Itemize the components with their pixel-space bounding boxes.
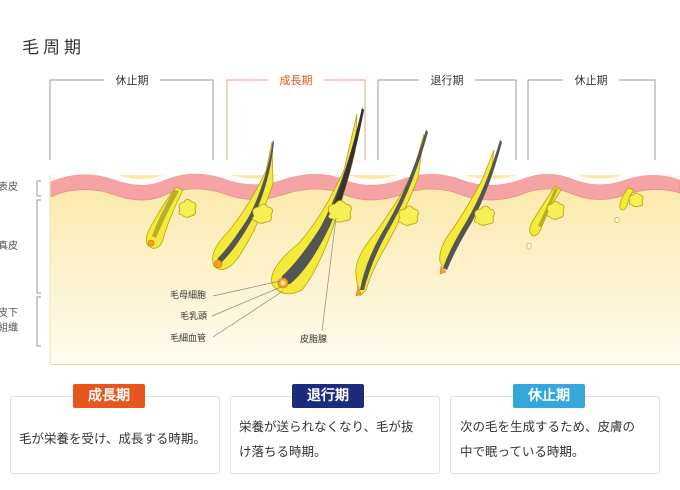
layer-label-subcutis-2: 組織 xyxy=(0,321,18,334)
card-regression-text-2: け落ちる時期。 xyxy=(239,444,327,459)
follicle-rest-3 xyxy=(614,187,644,223)
follicle-growth-full xyxy=(271,108,364,295)
layer-label-dermis: 真皮 xyxy=(0,239,18,252)
bracket-rest-2 xyxy=(527,79,656,160)
annotation-capillary: 毛細血管 xyxy=(170,332,206,344)
sebaceous-gland-3 xyxy=(327,200,352,223)
card-rest-text-1: 次の毛を生成するため、皮膚の xyxy=(460,419,636,434)
follicle-regression-late xyxy=(439,140,502,275)
bracket-growth xyxy=(226,79,366,160)
layer-brackets xyxy=(36,180,41,347)
layer-label-subcutis-1: 皮下 xyxy=(0,306,18,319)
sebaceous-gland-7 xyxy=(628,192,644,208)
bracket-regression xyxy=(377,79,517,160)
annotation-sebaceous: 皮脂腺 xyxy=(300,333,327,345)
sebaceous-gland-4 xyxy=(398,205,419,226)
follicle-rest-1 xyxy=(145,186,197,249)
diagram-title: 毛周期 xyxy=(22,38,85,58)
sebaceous-gland-2 xyxy=(252,203,273,224)
phase-label-growth: 成長期 xyxy=(280,74,313,87)
follicle-growth-early xyxy=(212,140,274,270)
card-growth xyxy=(10,396,220,474)
phase-label-regression: 退行期 xyxy=(431,74,464,87)
layer-label-epidermis: 表皮 xyxy=(0,180,18,193)
follicle-regression xyxy=(355,130,428,297)
annotation-lines xyxy=(211,217,337,338)
follicle-rest-2 xyxy=(526,185,565,250)
sebaceous-gland-6 xyxy=(546,201,565,220)
annotation-papilla: 毛乳頭 xyxy=(180,310,207,322)
phase-label-rest-1: 休止期 xyxy=(116,74,149,87)
card-rest-text-2: 中で眠っている時期。 xyxy=(460,444,585,459)
sebaceous-gland-1 xyxy=(178,199,197,218)
badge-growth: 成長期 xyxy=(73,384,145,408)
phase-label-rest-2: 休止期 xyxy=(575,74,608,87)
badge-regression: 退行期 xyxy=(292,384,364,408)
bracket-rest-1 xyxy=(49,79,214,160)
sebaceous-gland-5 xyxy=(474,205,495,226)
card-growth-text: 毛が栄養を受け、成長する時期。 xyxy=(19,431,206,446)
card-regression-text-1: 栄養が送られなくなり、毛が抜 xyxy=(239,419,414,434)
badge-rest: 休止期 xyxy=(513,384,585,408)
annotation-matrix-cell: 毛母細胞 xyxy=(170,289,206,301)
